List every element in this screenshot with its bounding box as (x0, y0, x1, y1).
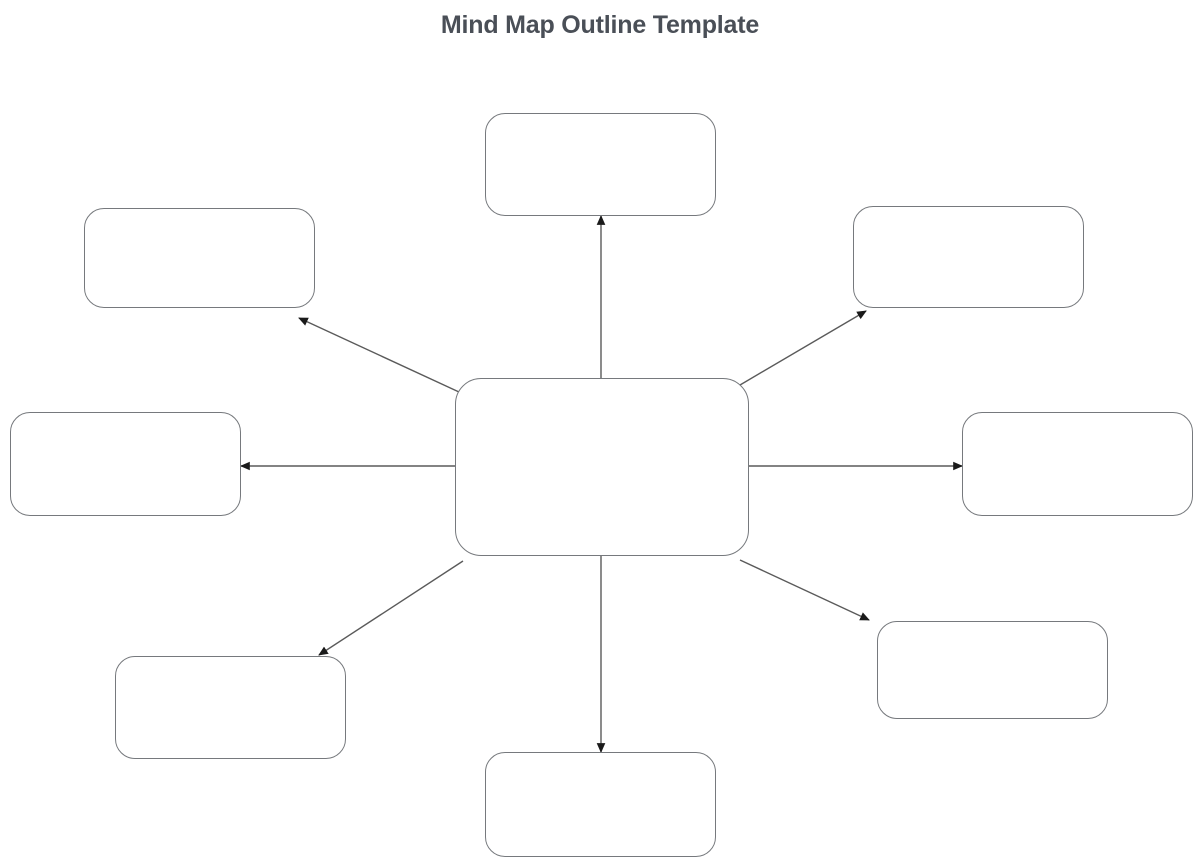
connector-center-to-lower-right (739, 559, 870, 621)
central-node[interactable] (455, 378, 749, 556)
connector-layer (240, 215, 963, 753)
branch-node-lower-right[interactable] (877, 621, 1108, 719)
branch-node-upper-right[interactable] (853, 206, 1084, 308)
branch-node-top[interactable] (485, 113, 716, 216)
connector-center-to-upper-right (739, 310, 867, 386)
connector-center-to-lower-left (318, 560, 464, 656)
branch-node-middle-right[interactable] (962, 412, 1193, 516)
branch-node-lower-left[interactable] (115, 656, 346, 759)
branch-node-upper-left[interactable] (84, 208, 315, 308)
branch-node-bottom[interactable] (485, 752, 716, 857)
page-title: Mind Map Outline Template (440, 11, 760, 39)
connector-center-to-upper-left (298, 317, 460, 393)
branch-node-middle-left[interactable] (10, 412, 241, 516)
